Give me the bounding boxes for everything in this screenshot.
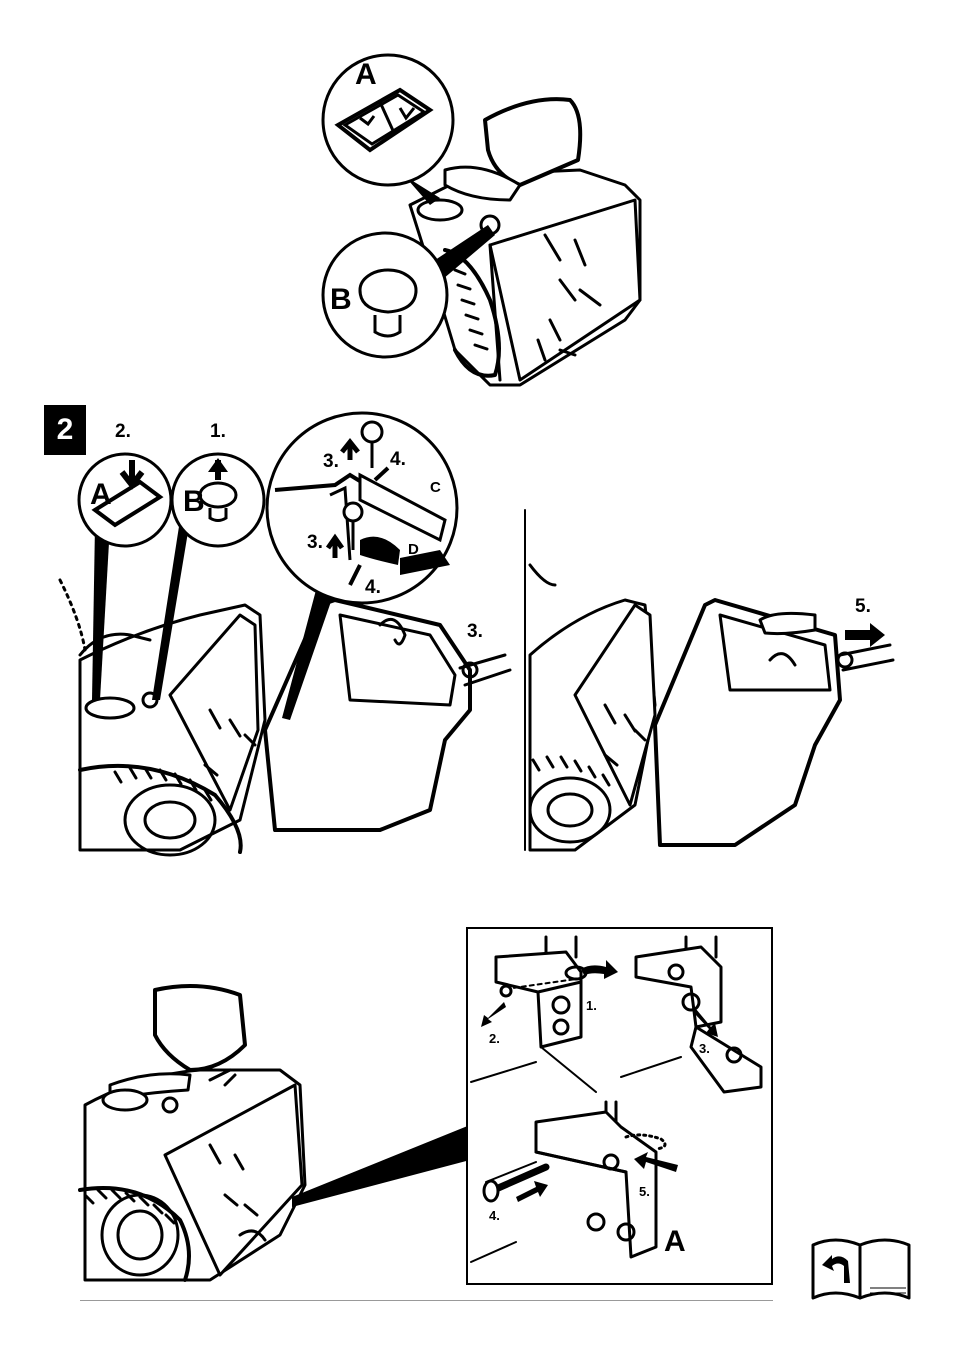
figure-remove-collector: 2. 1. A B 3. 4. C 3. D 4. 3. bbox=[0, 400, 520, 860]
step-label-3-pin-up: 3. bbox=[323, 452, 339, 471]
figure-pull-collector: 5. bbox=[515, 505, 895, 855]
step-label-4-pin-out-lower: 4. bbox=[365, 578, 381, 597]
mower-rear-hitch-illustration bbox=[70, 975, 470, 1285]
seat-controls-illustration bbox=[0, 0, 954, 400]
step-label-2: 2. bbox=[115, 422, 131, 441]
step-label-4-pin-out: 4. bbox=[390, 450, 406, 469]
callout-label-a: A bbox=[355, 60, 377, 90]
step-label-3-lift: 3. bbox=[467, 622, 483, 641]
callout-label-b: B bbox=[183, 487, 205, 517]
detail-step-1: 1. bbox=[586, 999, 597, 1012]
detail-step-4: 4. bbox=[489, 1209, 500, 1222]
footer-rule bbox=[80, 1300, 773, 1301]
callout-label-a: A bbox=[90, 480, 112, 510]
step-label-5-pull: 5. bbox=[855, 597, 871, 616]
figure-hitch-detail-box: 1. 2. 3. 4. 5. A bbox=[466, 927, 773, 1285]
step-label-1: 1. bbox=[210, 422, 226, 441]
hitch-detail-illustration bbox=[466, 927, 773, 1285]
detail-step-5: 5. bbox=[639, 1185, 650, 1198]
figure-seat-controls: A B bbox=[0, 0, 954, 400]
detail-label-a: A bbox=[664, 1227, 686, 1257]
detail-step-2: 2. bbox=[489, 1032, 500, 1045]
remove-collector-illustration bbox=[0, 400, 520, 860]
callout-label-b: B bbox=[330, 285, 352, 315]
figure-mower-rear-hitch bbox=[70, 975, 470, 1285]
part-label-d: D bbox=[408, 542, 419, 557]
callout-bubble-pin-detail bbox=[267, 413, 457, 603]
pull-collector-illustration bbox=[515, 505, 895, 855]
detail-step-3: 3. bbox=[699, 1042, 710, 1055]
part-label-c: C bbox=[430, 480, 441, 495]
step-label-3-pin-up-lower: 3. bbox=[307, 533, 323, 552]
manual-page-return-icon bbox=[810, 1233, 912, 1303]
